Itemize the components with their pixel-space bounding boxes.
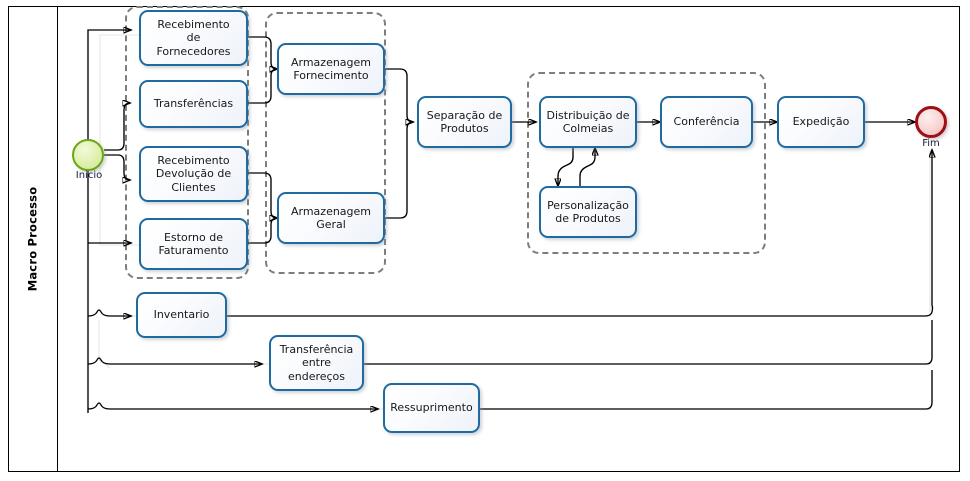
end-event[interactable] — [915, 106, 947, 138]
task-armazenagem-geral[interactable]: Armazenagem Geral — [277, 192, 385, 244]
edge-t12-end — [227, 150, 933, 317]
edge-t4-t6 — [248, 218, 277, 244]
edge-t6-t7 — [385, 122, 413, 219]
edge-t1-t5 — [248, 36, 277, 69]
lane-divider — [57, 6, 58, 472]
edge-t5-t7 — [385, 68, 413, 122]
edge-start-t2 — [104, 103, 130, 151]
task-personalizacao-produtos[interactable]: Personalização de Produtos — [539, 186, 637, 238]
task-transferencia-entre-enderecos[interactable]: Transferência entre endereços — [269, 335, 364, 391]
start-event[interactable] — [72, 139, 104, 171]
task-ressuprimento[interactable]: Ressuprimento — [383, 383, 480, 433]
task-distribuicao-colmeias[interactable]: Distribuição de Colmeias — [539, 96, 637, 148]
edge-t14-riser — [480, 370, 933, 410]
task-recebimento-devolucao-clientes[interactable]: Recebimento Devolução de Clientes — [139, 146, 248, 202]
edge-t9-t8 — [579, 148, 595, 186]
edge-start-t12 — [87, 309, 131, 316]
edge-start-t1 — [87, 30, 131, 155]
edge-start-t3 — [104, 154, 130, 180]
task-transferencias[interactable]: Transferências — [139, 80, 248, 128]
task-expedicao[interactable]: Expedição — [777, 96, 865, 148]
edge-t2-t5 — [248, 69, 277, 104]
pool-frame — [8, 6, 960, 472]
start-event-label: Inicio — [75, 170, 103, 181]
edge-t13-riser — [364, 320, 933, 365]
group-recebimento — [125, 6, 249, 279]
task-estorno-faturamento[interactable]: Estorno de Faturamento — [139, 218, 248, 270]
end-event-label: Fim — [922, 138, 940, 149]
task-conferencia[interactable]: Conferência — [660, 96, 753, 148]
task-recebimento-fornecedores[interactable]: Recebimento de Fornecedores — [139, 10, 248, 66]
edge-t8-t9 — [558, 146, 574, 186]
group-distribuicao — [527, 72, 766, 254]
edge-start-t14 — [87, 402, 378, 409]
task-inventario[interactable]: Inventario — [136, 292, 227, 338]
task-armazenagem-fornecimento[interactable]: Armazenagem Fornecimento — [277, 43, 385, 95]
edge-t3-t6 — [248, 172, 277, 218]
task-separacao-produtos[interactable]: Separação de Produtos — [417, 96, 512, 148]
group-armazenagem — [265, 12, 386, 274]
edge-start-t13 — [87, 357, 262, 364]
